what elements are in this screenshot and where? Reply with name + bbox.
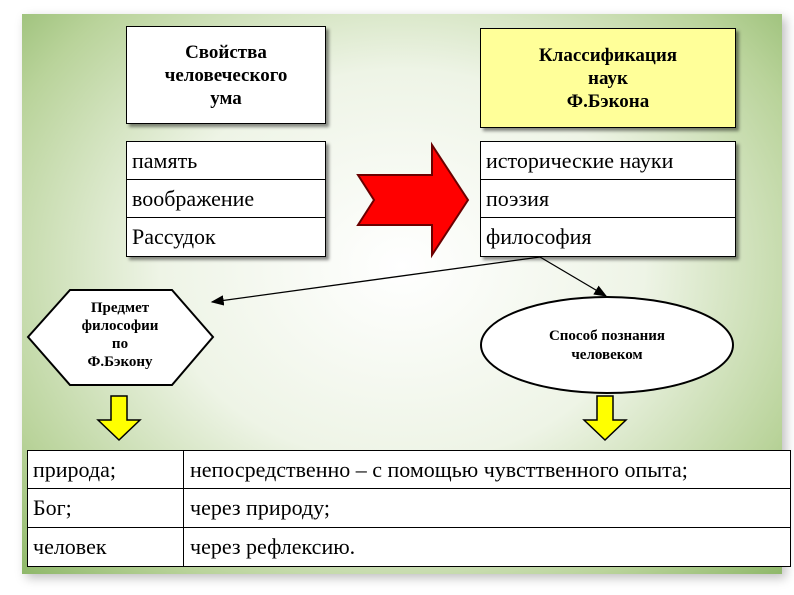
classification-title: Классификация наук Ф.Бэкона	[538, 44, 678, 112]
mind-properties-title-box: Свойства человеческого ума	[126, 26, 326, 124]
subject-hexagon	[26, 289, 215, 386]
table-row: человек через рефлексию.	[28, 527, 790, 566]
subject-cell: природа;	[28, 451, 184, 489]
list-item: память	[127, 142, 325, 180]
list-item: воображение	[127, 180, 325, 218]
sciences-list: исторические науки поэзия философия	[480, 141, 736, 257]
big-red-arrow	[356, 141, 470, 259]
method-cell: через природу;	[190, 495, 330, 521]
method-label: Способ познания человеком	[548, 328, 666, 363]
table-row: Бог; через природу;	[28, 489, 790, 528]
list-item: Рассудок	[132, 224, 216, 249]
method-cell: через рефлексию.	[190, 533, 356, 559]
subject-method-table: природа; непосредственно – с помощью чув…	[27, 450, 791, 567]
list-item: философия	[486, 224, 592, 249]
list-item: исторические науки	[481, 142, 735, 180]
down-arrow-right	[582, 395, 628, 442]
connector-to-subject	[210, 256, 541, 306]
table-row: природа; непосредственно – с помощью чув…	[28, 451, 790, 490]
subject-label: Предмет философии по Ф.Бэкону	[81, 300, 159, 370]
down-arrow-left	[96, 395, 142, 442]
subject-cell: человек	[28, 527, 184, 566]
mind-properties-list: память воображение Рассудок	[126, 141, 326, 257]
method-ellipse	[480, 296, 734, 394]
list-item: поэзия	[481, 180, 735, 218]
classification-title-box: Классификация наук Ф.Бэкона	[480, 28, 736, 128]
connector-to-method	[539, 256, 608, 297]
method-cell: непосредственно – с помощью чувсттвенног…	[190, 457, 688, 482]
subject-cell: Бог;	[28, 489, 184, 527]
mind-properties-title: Свойства человеческого ума	[164, 41, 288, 109]
